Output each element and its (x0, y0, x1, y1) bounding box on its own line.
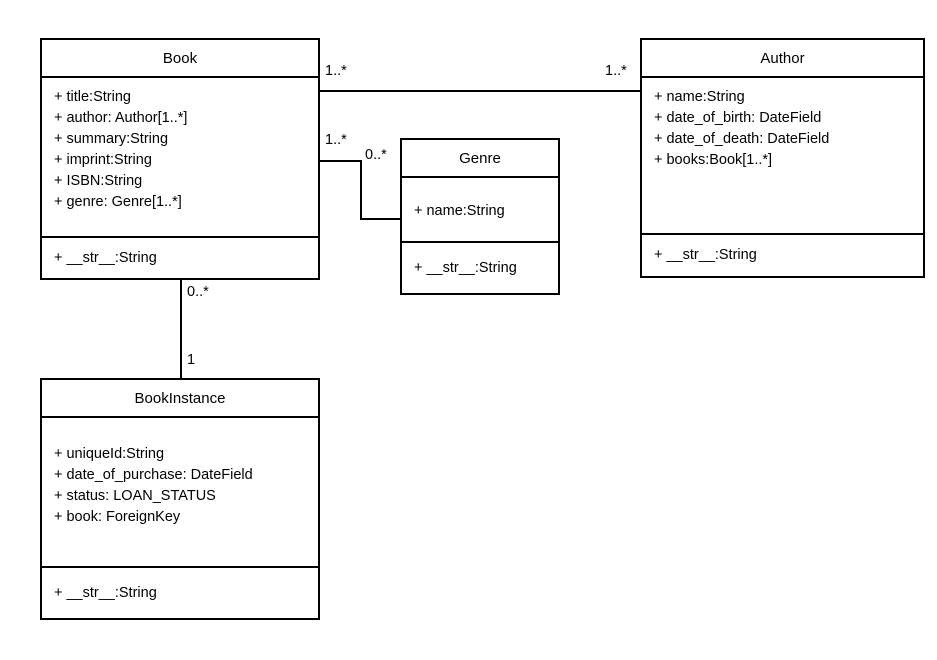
attribute-row: + name:String (654, 89, 745, 105)
attribute-row: + ISBN:String (54, 173, 143, 189)
class-title-book: Book (42, 40, 318, 78)
class-box-genre[interactable]: Genre + name:String + __str__:String (400, 138, 560, 295)
attribute-row: + status: LOAN_STATUS (54, 488, 216, 504)
multiplicity-book-to-instance: 0..* (187, 284, 209, 300)
attribute-row: + books:Book[1..*] (654, 152, 773, 168)
association-line-book-author (320, 90, 640, 92)
multiplicity-book-to-genre: 1..* (325, 132, 347, 148)
class-box-bookinstance[interactable]: BookInstance + uniqueId:String + date_of… (40, 378, 320, 620)
class-title-author: Author (642, 40, 923, 78)
class-box-book[interactable]: Book + title:String + author: Author[1..… (40, 38, 320, 280)
class-box-author[interactable]: Author + name:String + date_of_birth: Da… (640, 38, 925, 278)
association-line-book-genre-segment-2 (360, 160, 362, 220)
class-operations-book: + __str__:String (42, 236, 318, 278)
attribute-row: + imprint:String (54, 152, 152, 168)
operation-row: + __str__:String (54, 249, 157, 266)
class-attributes-author: + name:String + date_of_birth: DateField… (642, 78, 923, 233)
attribute-row: + date_of_purchase: DateField (54, 467, 253, 483)
multiplicity-author-to-book: 1..* (605, 63, 627, 79)
attribute-row: + date_of_birth: DateField (654, 110, 822, 126)
multiplicity-genre-to-book: 0..* (365, 147, 387, 163)
attribute-row: + author: Author[1..*] (54, 110, 188, 126)
association-line-book-genre-segment-3 (360, 218, 402, 220)
attribute-row: + genre: Genre[1..*] (54, 194, 182, 210)
attribute-row: + uniqueId:String (54, 446, 165, 462)
class-attributes-book: + title:String + author: Author[1..*] + … (42, 78, 318, 236)
class-title-genre: Genre (402, 140, 558, 178)
class-operations-author: + __str__:String (642, 233, 923, 276)
multiplicity-instance-to-book: 1 (187, 352, 196, 368)
multiplicity-book-to-author: 1..* (325, 63, 347, 79)
attribute-row: + book: ForeignKey (54, 509, 181, 525)
class-attributes-genre: + name:String (402, 178, 558, 241)
association-line-book-genre-segment-1 (320, 160, 362, 162)
class-title-bookinstance: BookInstance (42, 380, 318, 418)
class-attributes-bookinstance: + uniqueId:String + date_of_purchase: Da… (42, 418, 318, 566)
attribute-row: + name:String (414, 202, 505, 219)
operation-row: + __str__:String (54, 584, 157, 601)
class-operations-bookinstance: + __str__:String (42, 566, 318, 618)
attribute-row: + title:String (54, 89, 131, 105)
association-line-book-bookinstance (180, 280, 182, 378)
attribute-row: + summary:String (54, 131, 169, 147)
operation-row: + __str__:String (414, 259, 517, 276)
attribute-row: + date_of_death: DateField (654, 131, 830, 147)
class-operations-genre: + __str__:String (402, 241, 558, 293)
operation-row: + __str__:String (654, 247, 757, 263)
